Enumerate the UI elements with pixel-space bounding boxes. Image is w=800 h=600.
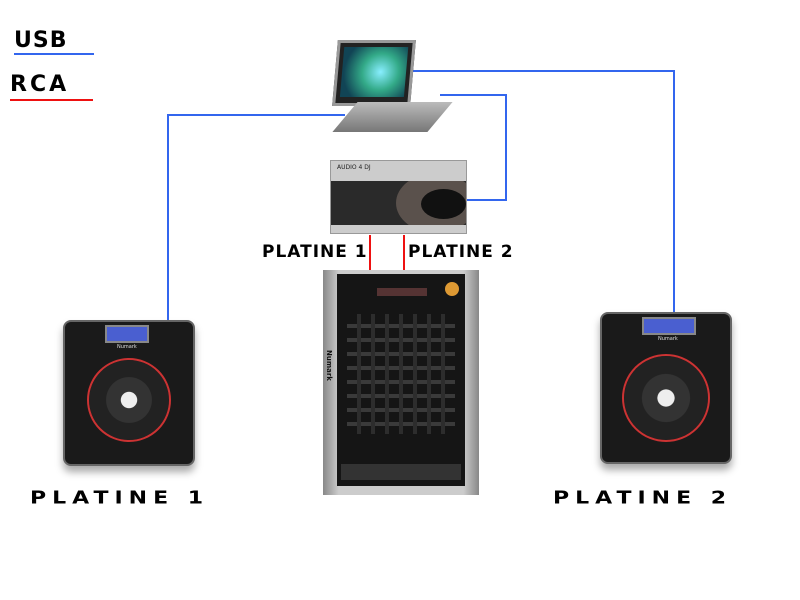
mixer-faceplate — [337, 274, 465, 486]
rca-label-platine-1: PLATINE 1 — [262, 242, 368, 262]
legend-usb-label: USB — [14, 28, 68, 53]
deck2-screen — [642, 317, 696, 335]
deck1-brand: Numark — [117, 344, 137, 350]
mixer-display — [377, 288, 427, 296]
mixer-channel-knobs — [347, 314, 455, 434]
sound-card: AUDIO 4 DJ — [330, 160, 467, 234]
mixer-master-knob — [445, 282, 459, 296]
legend-rca-label: RCA — [10, 72, 70, 97]
soundcard-circle-decoration — [421, 189, 466, 219]
laptop-wallpaper — [339, 47, 409, 97]
deck1-jog-wheel — [87, 358, 171, 442]
laptop — [330, 40, 453, 135]
soundcard-panel — [331, 181, 466, 225]
deck1-screen — [105, 325, 149, 343]
usb-cable-soundcard — [440, 94, 507, 201]
soundcard-brand: AUDIO 4 DJ — [337, 164, 371, 171]
laptop-screen — [332, 40, 416, 106]
deck2-brand: Numark — [658, 336, 678, 342]
usb-cable-deck2 — [408, 70, 675, 315]
legend-usb-line — [14, 53, 94, 55]
mixer: Numark — [323, 270, 479, 495]
rca-label-platine-2: PLATINE 2 — [408, 242, 514, 262]
deck-label-platine-2: PLATINE 2 — [553, 488, 733, 509]
mixer-brand: Numark — [325, 350, 333, 381]
mixer-crossfader — [341, 464, 461, 480]
legend-rca-line — [10, 99, 93, 101]
cd-deck-platine-1: Numark — [63, 320, 195, 466]
deck-label-platine-1: PLATINE 1 — [30, 488, 210, 509]
deck2-jog-wheel — [622, 354, 710, 442]
usb-cable-deck1 — [167, 114, 345, 320]
cd-deck-platine-2: Numark — [600, 312, 732, 464]
laptop-keyboard — [332, 102, 453, 132]
